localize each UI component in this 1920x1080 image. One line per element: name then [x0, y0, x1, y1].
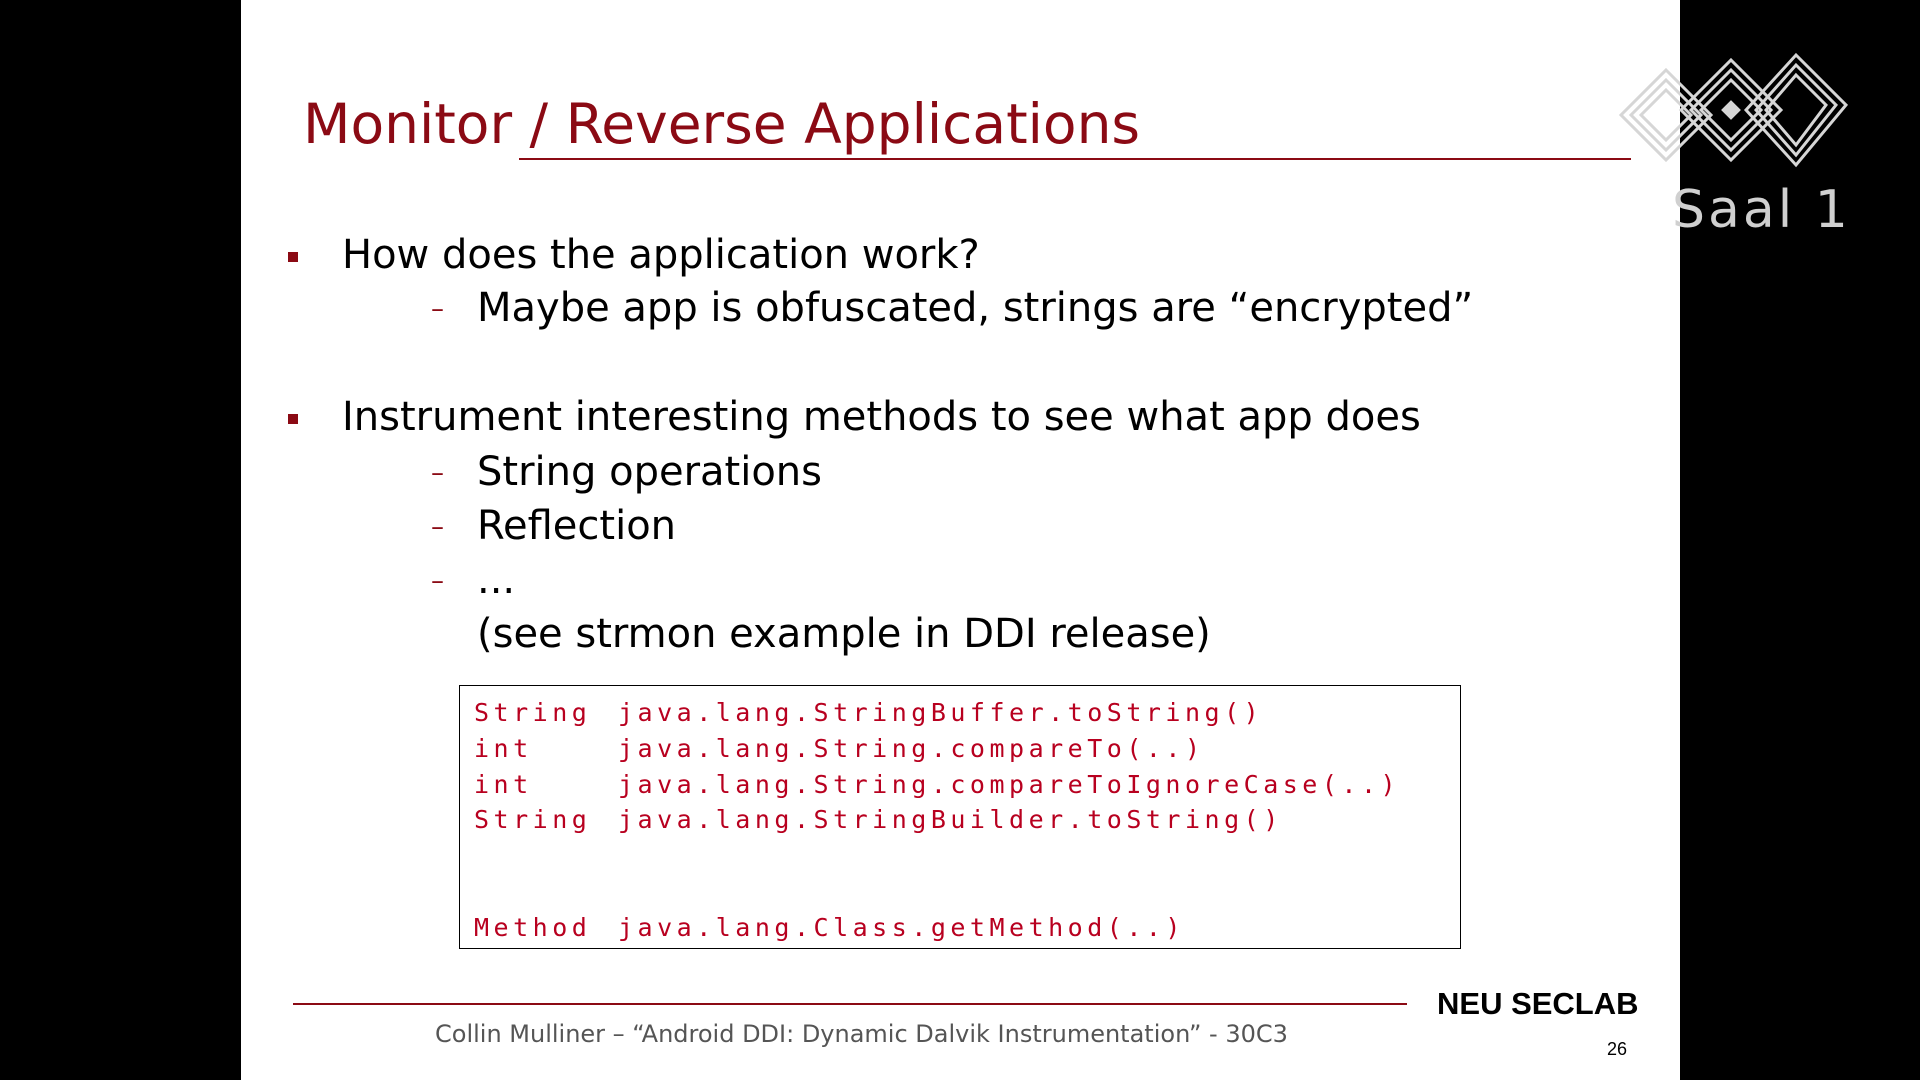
code-line: int java.lang.String.compareTo(..): [474, 734, 1205, 763]
sub-bullet-text: Maybe app is obfuscated, strings are “en…: [477, 285, 1474, 331]
code-line: Method java.lang.Class.getMethod(..): [474, 913, 1185, 942]
30c3-logo-icon: [1618, 52, 1849, 168]
dash-marker: –: [431, 512, 444, 542]
code-method: java.lang.StringBuilder.toString(): [618, 805, 1283, 834]
dash-marker: –: [431, 458, 444, 488]
bullet-marker: [288, 414, 298, 424]
slide-title: Monitor / Reverse Applications: [303, 92, 1141, 156]
code-line: int java.lang.String.compareToIgnoreCase(…: [474, 770, 1400, 799]
code-type: Method: [474, 913, 592, 942]
dash-marker: –: [431, 566, 444, 596]
sub-bullet-note: (see strmon example in DDI release): [477, 611, 1211, 657]
footer-rule: [293, 1003, 1407, 1005]
title-underline: [519, 158, 1631, 160]
code-type: int: [474, 734, 533, 763]
code-method: java.lang.String.compareTo(..): [618, 734, 1205, 763]
bullet-text: How does the application work?: [342, 232, 980, 278]
sub-bullet-text: ...: [477, 557, 516, 603]
code-line: String java.lang.StringBuilder.toString(): [474, 805, 1283, 834]
lab-name: NEU SECLAB: [1437, 986, 1639, 1021]
page-number: 26: [1607, 1039, 1628, 1059]
code-type: String: [474, 698, 592, 727]
room-label: Saal 1: [1672, 180, 1851, 240]
sub-bullet-text: String operations: [477, 449, 822, 495]
code-type: int: [474, 770, 533, 799]
dash-marker: –: [431, 294, 444, 324]
bullet-marker: [288, 252, 298, 262]
code-method: java.lang.Class.getMethod(..): [618, 913, 1185, 942]
code-type: String: [474, 805, 592, 834]
presentation-slide: Monitor / Reverse Applications How does …: [241, 0, 1680, 1080]
code-method: java.lang.StringBuffer.toString(): [618, 698, 1264, 727]
bullet-text: Instrument interesting methods to see wh…: [342, 394, 1421, 440]
code-line: String java.lang.StringBuffer.toString(): [474, 698, 1263, 727]
sub-bullet-text: Reflection: [477, 503, 677, 549]
code-method: java.lang.String.compareToIgnoreCase(..): [618, 770, 1401, 799]
slide-footer: Collin Mulliner – “Android DDI: Dynamic …: [435, 1020, 1288, 1048]
